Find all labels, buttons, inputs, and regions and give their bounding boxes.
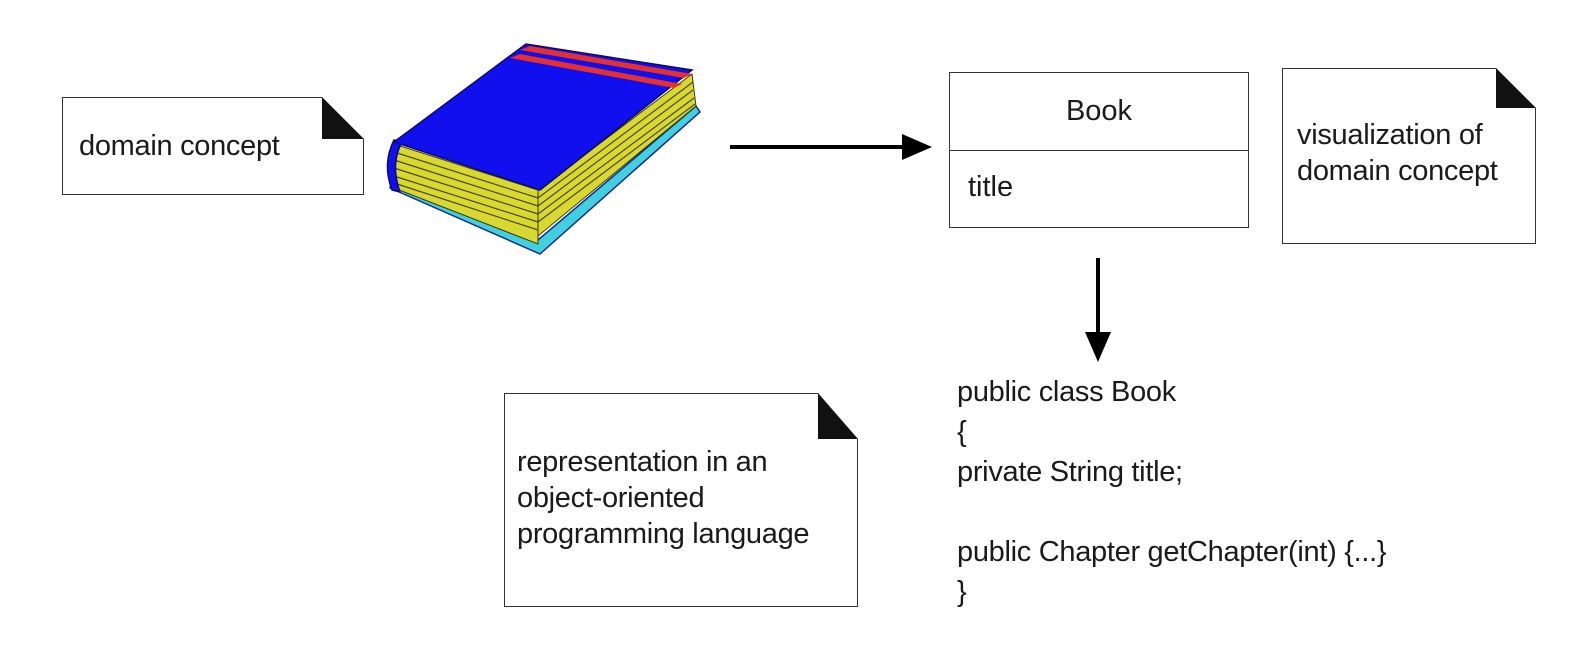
uml-class-name: Book: [950, 73, 1248, 151]
book-icon: [386, 43, 701, 255]
note-representation-text: representation in an object-oriented pro…: [517, 446, 810, 550]
book-stripe-2: [510, 54, 682, 88]
code-line: public class Book: [957, 376, 1176, 408]
book-page-lines: [393, 81, 696, 231]
uml-class-attribute: title: [968, 171, 1014, 203]
note-fold-shade: [818, 393, 858, 439]
note-representation: representation in an object-oriented pro…: [504, 393, 858, 607]
book-spine: [386, 139, 404, 194]
note-fold-shade: [322, 97, 364, 139]
code-line: [957, 492, 1386, 532]
code-line: private String title;: [957, 456, 1183, 488]
code-line: }: [957, 576, 967, 608]
book-cover: [392, 43, 694, 191]
code-line: {: [957, 416, 967, 448]
code-line: public Chapter getChapter(int) {...}: [957, 536, 1387, 568]
note-visualization-text: visualization of domain concept: [1297, 119, 1498, 187]
arrow-down: [1085, 258, 1111, 362]
book-stripe-1: [520, 46, 692, 78]
note-fold-shade: [1496, 68, 1536, 108]
note-domain-concept-text: domain concept: [79, 130, 280, 162]
note-visualization: visualization of domain concept: [1282, 68, 1536, 244]
uml-class-box: Book title: [949, 72, 1249, 228]
arrow-right: [730, 134, 932, 160]
code-block: public class Book { private String title…: [957, 372, 1387, 612]
note-domain-concept: domain concept: [62, 97, 364, 195]
